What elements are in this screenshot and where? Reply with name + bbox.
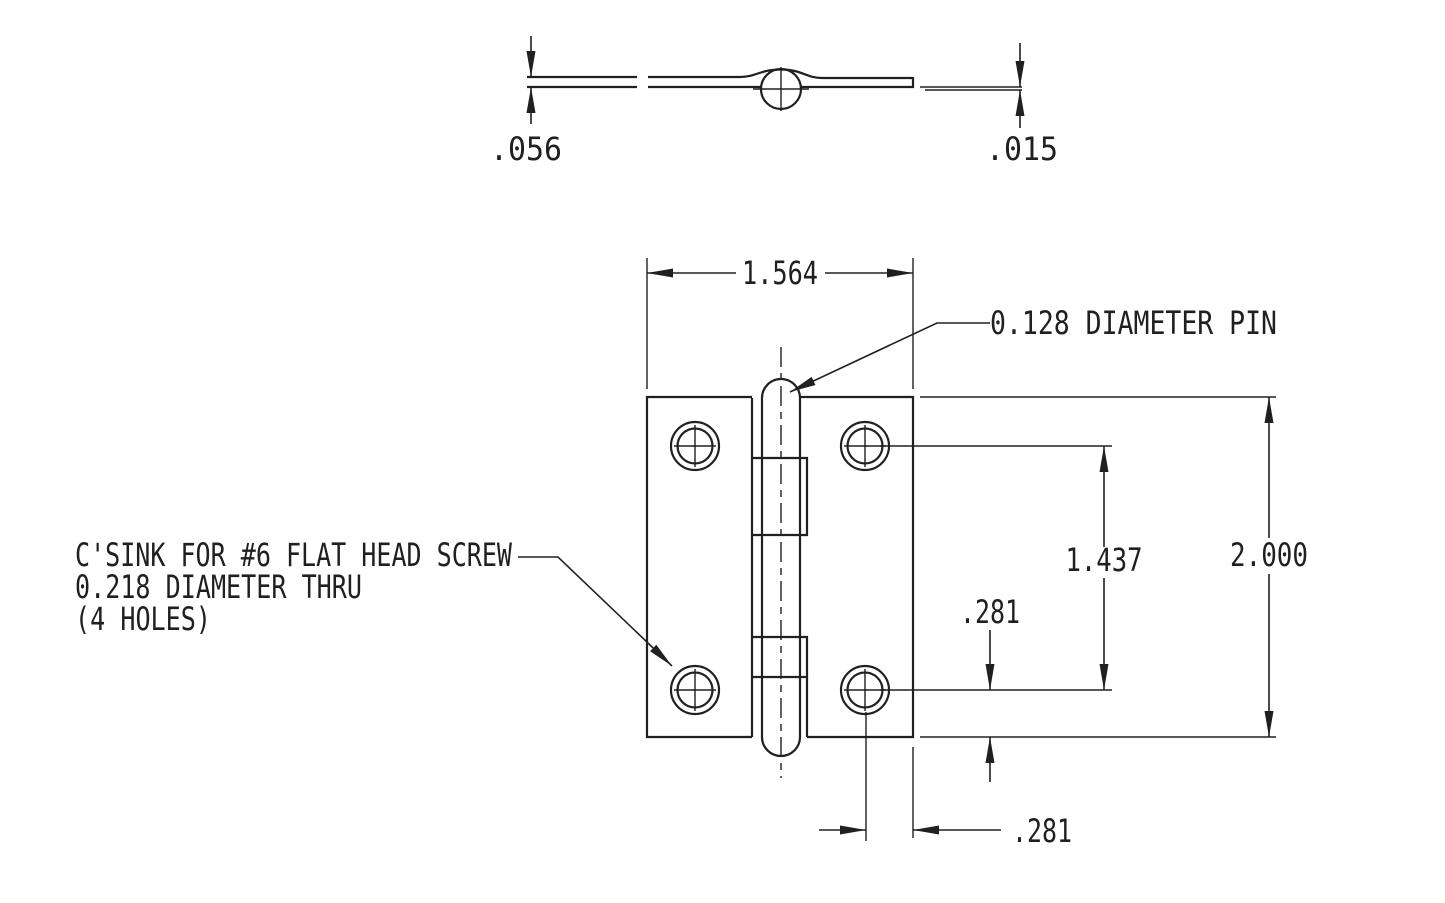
left-leaf-outline <box>645 395 754 739</box>
extension-lines <box>920 86 1022 91</box>
dim-label-2000: 2.000 <box>1230 536 1308 574</box>
dim-hole-spacing-1437: 1.437 <box>880 445 1143 691</box>
countersink-circle <box>669 664 721 716</box>
dim-arrowhead <box>647 268 673 278</box>
dim-leaf-thickness-left: .056 <box>490 36 562 168</box>
pin-diameter-callout: 0.128 DIAMETER PIN <box>788 304 1277 397</box>
dim-arrowhead <box>985 664 995 690</box>
dim-arrowhead <box>985 737 995 763</box>
screw-hole-top-left <box>669 420 721 472</box>
dim-arrowhead <box>1099 664 1109 690</box>
hole-crosshair <box>674 425 716 467</box>
dim-arrowhead <box>526 51 536 77</box>
csink-note: C'SINK FOR #6 FLAT HEAD SCREW 0.218 DIAM… <box>75 536 676 670</box>
extension-lines <box>880 445 1112 691</box>
dim-arrowhead <box>1015 61 1025 87</box>
dim-offset-281-horizontal: .281 <box>819 712 1072 850</box>
dim-arrowhead <box>887 268 913 278</box>
extension-lines <box>646 258 914 389</box>
leader-line <box>789 322 990 393</box>
countersink-circle <box>669 420 721 472</box>
pin-end-crosshair <box>753 67 809 111</box>
hole-crosshair <box>674 669 716 711</box>
dim-arrowhead <box>840 825 866 835</box>
screw-hole-bottom-left <box>669 664 721 716</box>
leader-arrowhead <box>788 376 816 397</box>
csink-note-line-2: 0.218 DIAMETER THRU <box>75 568 362 606</box>
dim-label-281-horizontal: .281 <box>1012 812 1072 850</box>
leader-line <box>518 556 673 667</box>
dim-label-281-vertical: .281 <box>960 593 1020 631</box>
dim-width-1564: 1.564 <box>646 254 914 389</box>
dim-label-1564: 1.564 <box>742 254 818 292</box>
csink-note-line-3: (4 HOLES) <box>75 600 211 638</box>
pin-callout-label: 0.128 DIAMETER PIN <box>990 304 1277 342</box>
dim-arrowhead <box>526 87 536 113</box>
front-view: 1.564 0.128 DIAMETER PIN 2.000 1.437 <box>75 254 1308 850</box>
right-leaf-outline <box>800 395 915 739</box>
extension-lines <box>920 396 1276 738</box>
dim-arrowhead <box>1264 397 1274 423</box>
knuckle-joint-lines <box>752 456 809 679</box>
csink-note-line-1: C'SINK FOR #6 FLAT HEAD SCREW <box>75 536 513 574</box>
hole-crosshair <box>844 669 886 711</box>
dim-offset-281-vertical: .281 <box>960 593 1020 782</box>
extension-lines <box>865 712 914 841</box>
dim-height-2000: 2.000 <box>920 396 1308 738</box>
hinge-profile-outline <box>527 68 915 89</box>
top-profile-view: .056 .015 <box>490 36 1058 168</box>
dim-leaf-thickness-right: .015 <box>920 43 1058 168</box>
dim-label-015: .015 <box>986 130 1058 168</box>
dim-arrowhead <box>1015 90 1025 116</box>
dim-arrowhead <box>1264 711 1274 737</box>
dim-arrowhead <box>913 825 939 835</box>
dim-label-1437: 1.437 <box>1066 541 1143 579</box>
dim-arrowhead <box>1099 446 1109 472</box>
dim-label-056: .056 <box>490 130 562 168</box>
hole-crosshair <box>844 425 886 467</box>
